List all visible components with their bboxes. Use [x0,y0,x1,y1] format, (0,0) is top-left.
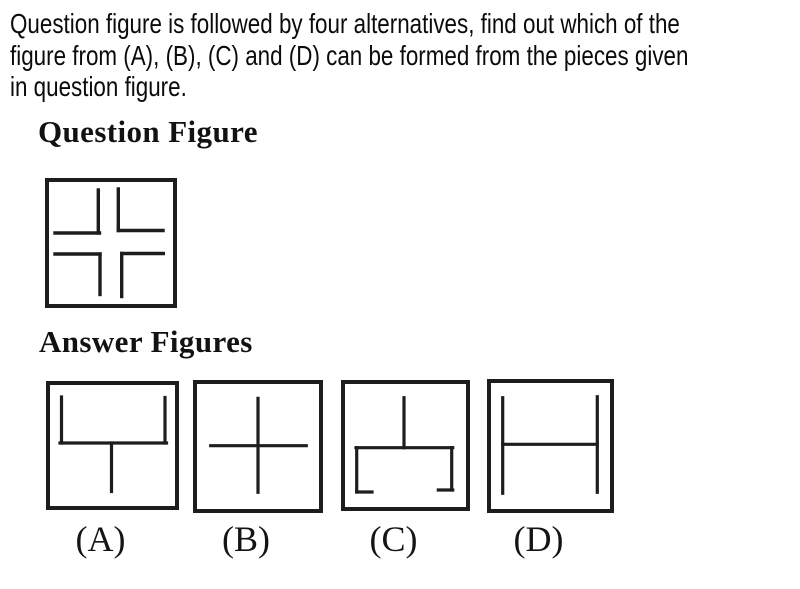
answer-option-d-figure[interactable] [487,379,614,513]
answer-label-a[interactable]: (A) [75,519,126,559]
answer-label-b[interactable]: (B) [222,519,270,559]
answer-option-a-figure[interactable] [46,381,179,510]
question-text-line-3: in question figure. [10,71,187,102]
question-text-line-2: figure from (A), (B), (C) and (D) can be… [10,39,689,71]
answer-option-b-figure[interactable] [193,380,323,513]
answer-figures-heading: Answer Figures [39,324,253,359]
answer-option-c-figure[interactable] [341,380,470,511]
question-text: Question figure is followed by four alte… [10,8,688,103]
question-text-line-1: Question figure is followed by four alte… [10,8,680,39]
answer-label-d[interactable]: (D) [513,519,564,559]
question-figure-heading: Question Figure [38,114,258,149]
question-figure-box [45,178,177,308]
answer-label-c[interactable]: (C) [369,519,418,559]
